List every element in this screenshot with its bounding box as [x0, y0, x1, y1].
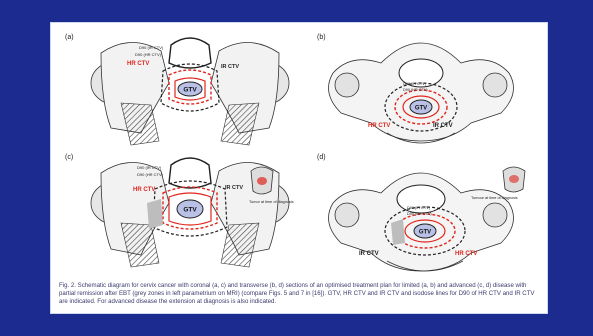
slide-canvas: GTV D90 (IR CTV) D90 (HR CTV) HR CTV IR … [50, 22, 548, 314]
panel-b-diagram: GTV D90 (IR CTV) D90 (HR CTV) HR CTV IR … [329, 43, 514, 143]
panel-d-gtv: GTV [419, 230, 431, 236]
schematic-figure: GTV D90 (IR CTV) D90 (HR CTV) HR CTV IR … [51, 23, 547, 281]
panel-a-gtv: GTV [183, 87, 197, 94]
figure-caption: Fig. 2. Schematic diagram for cervix can… [59, 282, 541, 306]
panel-d-d90-hr: D90 (HR CTV) [407, 212, 432, 216]
panel-b-d90-ir: D90 (IR CTV) [403, 82, 427, 86]
panel-c-tumor-note: Tumor at time of diagnosis [249, 200, 294, 204]
panel-a-ir-ctv: IR CTV [221, 64, 239, 70]
panel-d-label: (d) [317, 154, 326, 161]
panel-d-tumor-note: Tumour at time of diagnosis [471, 196, 518, 200]
panel-d-diagram: GTV D90 (IR CTV) D90 (HR CTV) IR CTV HR … [329, 167, 526, 271]
panel-d-ir-ctv: IR CTV [359, 251, 379, 257]
panel-a-hr-ctv: HR CTV [127, 61, 149, 67]
panel-c-d90-hr: D90 (HR CTV) [137, 172, 164, 177]
panel-c-diagram: GTV D90 (IR CTV) D90 (HR CTV) HR CTV IR … [91, 158, 294, 267]
panel-b-gtv: GTV [415, 106, 427, 112]
panel-d-hr-ctv: HR CTV [455, 251, 477, 257]
panel-c-d90-ir: D90 (IR CTV) [137, 165, 162, 170]
panel-c-label: (c) [65, 154, 73, 161]
panel-a-label: (a) [65, 34, 74, 41]
panel-a-d90-ir: D90 (IR CTV) [139, 45, 164, 50]
panel-c-ir-ctv: IR CTV [225, 185, 243, 191]
panel-b-hr-ctv: HR CTV [368, 123, 390, 129]
panel-a-d90-hr: D90 (HR CTV) [135, 52, 162, 57]
panel-d-d90-ir: D90 (IR CTV) [407, 206, 431, 210]
panel-c-gtv: GTV [183, 207, 197, 214]
panel-b-label: (b) [317, 34, 326, 41]
panel-c-hr-ctv: HR CTV [133, 187, 155, 193]
panel-b-d90-hr: D90 (HR CTV) [403, 88, 428, 92]
panel-b-ir-ctv: IR CTV [433, 123, 453, 129]
panel-a-diagram: GTV D90 (IR CTV) D90 (HR CTV) HR CTV IR … [91, 38, 289, 145]
